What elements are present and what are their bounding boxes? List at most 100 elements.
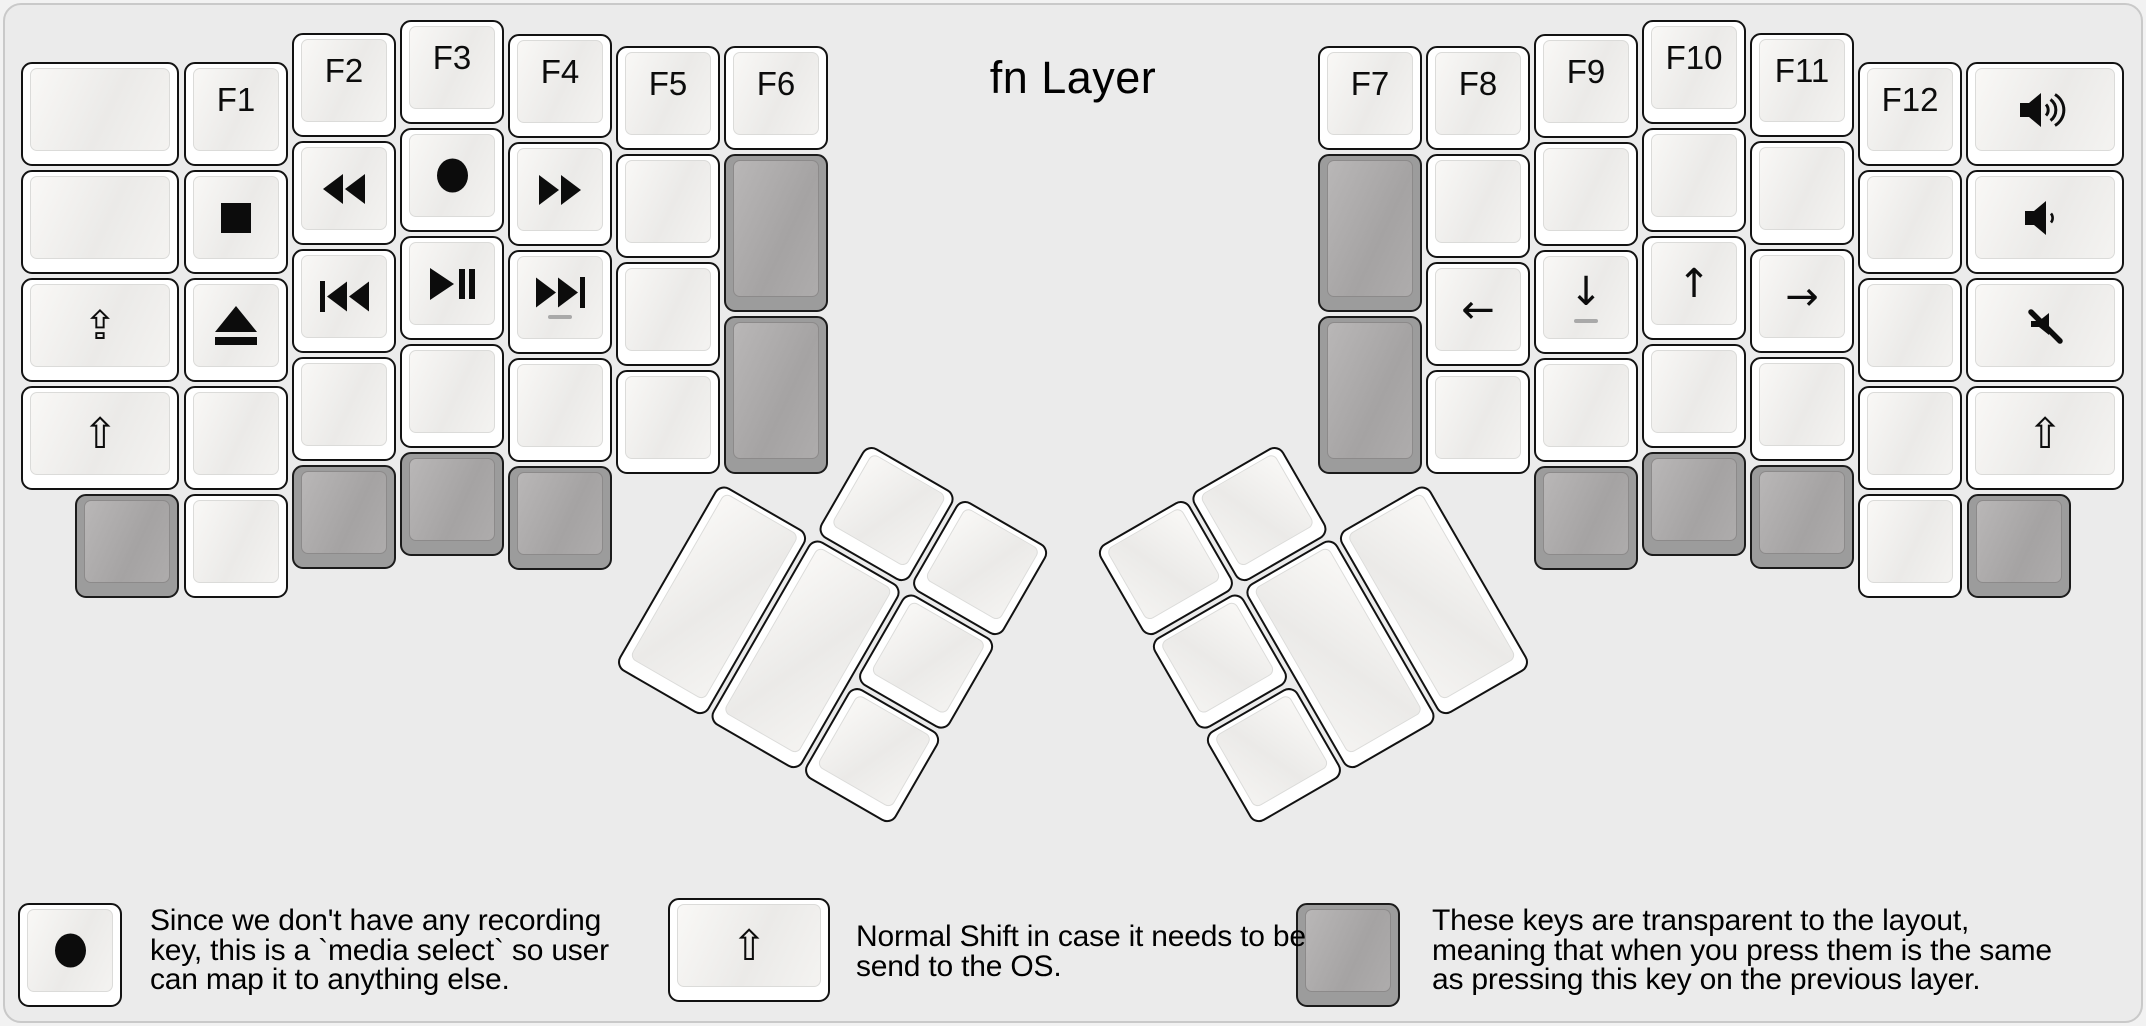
key-transparent — [1750, 465, 1854, 569]
key-shift-right: ⇧ — [1966, 386, 2124, 490]
key-blank — [184, 494, 288, 598]
keycap — [625, 268, 711, 351]
shift-icon: ⇧ — [731, 920, 767, 970]
key-next-track — [508, 250, 612, 354]
homing-bar — [1574, 319, 1598, 323]
key-caps-lock: ⇪ — [21, 278, 179, 382]
keycap: F11 — [1759, 39, 1845, 122]
keycap — [1867, 392, 1953, 475]
key-rewind — [292, 141, 396, 245]
arrow-right-icon: → — [1785, 273, 1819, 320]
keycap — [1975, 284, 2115, 367]
key-blank — [21, 170, 179, 274]
key-record — [400, 128, 504, 232]
keycap — [1976, 500, 2062, 583]
keycap — [193, 392, 279, 475]
keycap — [625, 160, 711, 243]
keycap: F3 — [409, 26, 495, 109]
keycap — [1435, 376, 1521, 459]
key-f9: F9 — [1534, 34, 1638, 138]
legend-text-normal-shift: Normal Shift in case it needs to be send… — [856, 920, 1306, 983]
keycap — [625, 376, 711, 459]
keycap — [1651, 458, 1737, 541]
keycap: F6 — [733, 52, 819, 135]
key-transparent — [508, 466, 612, 570]
keycap: ⇧ — [677, 904, 821, 987]
arrow-down-icon: ↓ — [1569, 269, 1603, 315]
key-label: F1 — [216, 81, 256, 118]
keycap: ⇧ — [1975, 392, 2115, 475]
key-fast-forward — [508, 142, 612, 246]
keycap — [1543, 364, 1629, 447]
key-f7: F7 — [1318, 46, 1422, 150]
key-mute — [1966, 278, 2124, 382]
caps-lock-icon: ⇪ — [83, 302, 117, 349]
key-label: F10 — [1665, 39, 1723, 76]
keycap — [1327, 322, 1413, 459]
key-blank — [1858, 278, 1962, 382]
key-blank — [1750, 141, 1854, 245]
keycap — [27, 909, 113, 992]
keycap — [301, 363, 387, 446]
homing-bar — [548, 314, 572, 319]
keycap — [1759, 471, 1845, 554]
key-transparent — [1318, 154, 1422, 312]
key-label: F7 — [1350, 65, 1390, 102]
key-eject — [184, 278, 288, 382]
legend-text-media-select: Since we don't have any recording key, t… — [150, 904, 609, 996]
key-f6: F6 — [724, 46, 828, 150]
keycap: ⇧ — [30, 392, 170, 475]
keycap — [1759, 363, 1845, 446]
key-blank — [616, 370, 720, 474]
key-transparent — [400, 452, 504, 556]
keycap — [1867, 284, 1953, 367]
legend-text-transparent-keys: These keys are transparent to the layout… — [1432, 904, 2052, 996]
arrow-up-icon: ↑ — [1677, 260, 1711, 307]
key-legend-transparent — [1296, 903, 1400, 1007]
key-blank — [292, 357, 396, 461]
keycap — [1305, 909, 1391, 992]
stop-icon — [221, 202, 251, 233]
keycap — [1651, 134, 1737, 217]
keycap — [517, 256, 603, 339]
key-blank — [508, 358, 612, 462]
keycap — [1867, 500, 1953, 583]
keycap — [84, 500, 170, 583]
key-blank — [1858, 386, 1962, 490]
keycap — [1975, 68, 2115, 151]
keycap — [1867, 176, 1953, 259]
prev-track-icon — [319, 281, 369, 312]
keycap: F1 — [193, 68, 279, 151]
key-label: F3 — [432, 39, 472, 76]
key-blank — [1426, 154, 1530, 258]
key-blank — [1858, 494, 1962, 598]
key-play-pause — [400, 236, 504, 340]
key-legend-record — [18, 903, 122, 1007]
next-track-icon — [535, 276, 585, 308]
keycap — [1199, 452, 1316, 568]
keycap — [1543, 472, 1629, 555]
keycap: F2 — [301, 39, 387, 122]
keycap: ⇪ — [30, 284, 170, 367]
key-blank — [1534, 142, 1638, 246]
keycap: F5 — [625, 52, 711, 135]
keycap — [1435, 160, 1521, 243]
play-pause-icon — [429, 267, 475, 300]
keycap — [193, 176, 279, 259]
key-label: F11 — [1774, 52, 1830, 89]
keycap — [409, 134, 495, 217]
mute-icon — [2022, 303, 2068, 349]
layer-title: fn Layer — [989, 52, 1157, 103]
key-f4: F4 — [508, 34, 612, 138]
keycap — [409, 350, 495, 433]
fast-forward-icon — [538, 174, 582, 205]
keycap: F7 — [1327, 52, 1413, 135]
key-label: F8 — [1458, 65, 1498, 102]
key-label: F4 — [540, 53, 580, 90]
key-label: F2 — [324, 52, 364, 89]
key-volume-down — [1966, 170, 2124, 274]
key-transparent — [1318, 316, 1422, 474]
keycap — [193, 284, 279, 367]
arrow-left-icon: ← — [1461, 286, 1495, 333]
